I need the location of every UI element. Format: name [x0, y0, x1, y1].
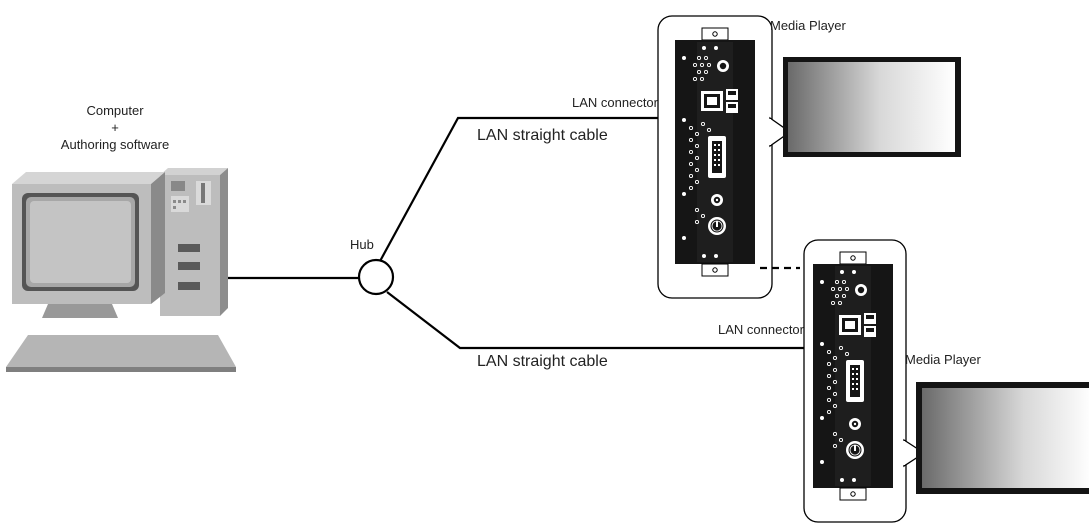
- media-player-device-lower: [812, 251, 894, 501]
- computer-label-line3: Authoring software: [60, 137, 170, 152]
- media-player-upper-group: [657, 15, 961, 299]
- cable-lines: [228, 116, 828, 350]
- media-player-label-upper: Media Player: [770, 18, 846, 33]
- media-player-device-upper: [674, 27, 756, 277]
- lan-connector-label-lower: LAN connector: [718, 322, 804, 337]
- media-player-label-lower: Media Player: [905, 352, 981, 367]
- computer-illustration: [6, 168, 236, 372]
- lan-cable-upper: [378, 116, 687, 264]
- lan-cable-lower: [386, 291, 828, 350]
- media-player-lower-group: [803, 239, 1089, 523]
- hub-icon: [357, 258, 395, 296]
- lan-connector-label-upper: LAN connector: [572, 95, 658, 110]
- cable-label-lower: LAN straight cable: [477, 353, 608, 370]
- hub-label: Hub: [350, 237, 374, 252]
- computer-label-line1: Computer: [86, 103, 144, 118]
- cable-label-upper: LAN straight cable: [477, 127, 608, 144]
- computer-label-line2: +: [111, 120, 119, 135]
- computer-label: Computer + Authoring software: [40, 102, 190, 153]
